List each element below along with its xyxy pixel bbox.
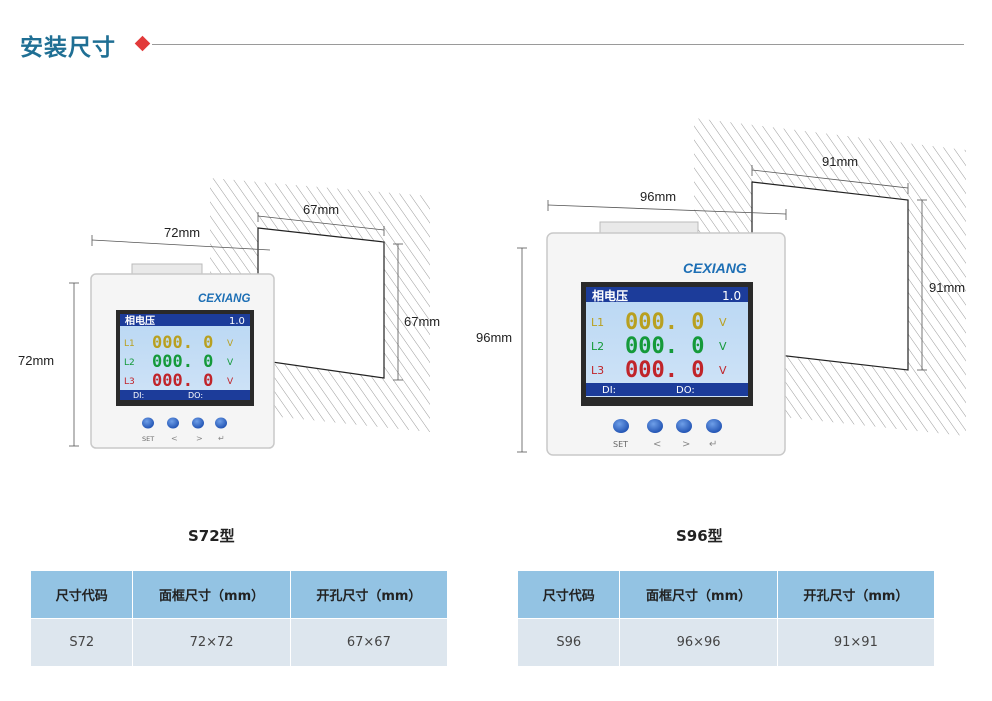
small-cutout-width-label: 67mm — [303, 202, 339, 217]
table-header-cell: 尺寸代码 — [31, 571, 134, 619]
header-divider — [152, 44, 964, 45]
table-header-row: 尺寸代码 面框尺寸（mm） 开孔尺寸（mm） — [31, 571, 447, 619]
table-cell: 72×72 — [132, 618, 291, 666]
table-header-cell: 面框尺寸（mm） — [619, 571, 778, 619]
large-width-label: 96mm — [640, 189, 676, 204]
small-lcd-rows: L1 000. 0 V L2 000. 0 V L3 000. 0 V — [124, 333, 234, 391]
model-label-s96: S96型 — [676, 527, 723, 545]
small-lcd-screen — [120, 314, 250, 400]
large-lcd-title: 相电压 — [592, 288, 628, 303]
small-cutout — [257, 227, 385, 379]
table-cell: 91×91 — [777, 618, 934, 666]
large-lcd-rows: L1 000. 0 V L2 000. 0 V L3 000. 0 V — [591, 310, 727, 383]
small-lcd-unit-l2: V — [227, 358, 234, 368]
table-cell: 67×67 — [290, 618, 447, 666]
small-lcd-version: 1.0 — [229, 316, 245, 327]
page-title: 安装尺寸 — [20, 35, 116, 61]
large-lcd-do: DO: — [676, 385, 695, 396]
large-lcd-unit-l3: V — [719, 364, 727, 377]
large-cutout-height-label: 91mm — [929, 280, 965, 295]
small-lcd-di: DI: — [133, 391, 144, 400]
small-right-label: > — [196, 434, 203, 443]
large-set-button[interactable] — [613, 419, 629, 433]
small-enter-label: ↵ — [218, 434, 225, 443]
table-header-cell: 开孔尺寸（mm） — [777, 571, 934, 619]
table-cell: 96×96 — [619, 618, 778, 666]
large-lcd-phase-l2: L2 — [591, 340, 604, 353]
spec-table-s72: 尺寸代码 面框尺寸（mm） 开孔尺寸（mm） S72 72×72 67×67 — [31, 571, 447, 666]
large-device-figure: 91mm 91mm 96mm 96mm CEXIANG 相电压 1.0 L1 0… — [476, 118, 966, 456]
large-cutout-width-label: 91mm — [822, 154, 858, 169]
large-lcd-di: DI: — [602, 385, 616, 396]
installation-figure: 67mm 67mm 72mm 72mm CEXIANG 相电压 1.0 L1 0… — [18, 118, 966, 456]
large-set-label: SET — [613, 440, 628, 449]
large-enter-label: ↵ — [709, 439, 717, 450]
table-header-cell: 开孔尺寸（mm） — [290, 571, 447, 619]
small-enter-button[interactable] — [215, 417, 227, 429]
small-lcd-phase-l3: L3 — [124, 377, 135, 387]
table-cell: S96 — [518, 618, 621, 666]
small-height-label: 72mm — [18, 353, 54, 368]
small-lcd-title: 相电压 — [125, 314, 155, 327]
small-lcd-value-l2: 000. 0 — [152, 352, 213, 372]
large-lcd-value-l3: 000. 0 — [625, 358, 704, 383]
small-device-figure: 67mm 67mm 72mm 72mm CEXIANG 相电压 1.0 L1 0… — [18, 178, 440, 449]
table-header-row: 尺寸代码 面框尺寸（mm） 开孔尺寸（mm） — [518, 571, 934, 619]
table-row: S72 72×72 67×67 — [31, 618, 447, 666]
large-lcd-version: 1.0 — [722, 289, 741, 303]
large-lcd-phase-l3: L3 — [591, 364, 604, 377]
large-left-button[interactable] — [647, 419, 663, 433]
table-header-cell: 面框尺寸（mm） — [132, 571, 291, 619]
small-set-button[interactable] — [142, 417, 154, 429]
small-left-button[interactable] — [167, 417, 179, 429]
large-right-label: > — [682, 439, 690, 450]
large-lcd-screen — [586, 287, 748, 397]
model-label-s72: S72型 — [188, 527, 235, 545]
table-row: S96 96×96 91×91 — [518, 618, 934, 666]
small-set-label: SET — [142, 435, 154, 443]
small-brand-logo: CEXIANG — [198, 293, 250, 305]
small-cutout-height-label: 67mm — [404, 314, 440, 329]
large-left-label: < — [653, 439, 661, 450]
large-right-button[interactable] — [676, 419, 692, 433]
small-lcd-phase-l2: L2 — [124, 358, 135, 368]
small-lcd-do: DO: — [188, 391, 203, 400]
spec-table-s96: 尺寸代码 面框尺寸（mm） 开孔尺寸（mm） S96 96×96 91×91 — [518, 571, 934, 666]
large-lcd-phase-l1: L1 — [591, 316, 604, 329]
large-brand-logo: CEXIANG — [683, 260, 747, 276]
small-lcd-value-l1: 000. 0 — [152, 333, 213, 353]
large-lcd-value-l1: 000. 0 — [625, 310, 704, 335]
large-height-label: 96mm — [476, 330, 512, 345]
large-lcd-value-l2: 000. 0 — [625, 334, 704, 359]
large-lcd-unit-l1: V — [719, 316, 727, 329]
small-lcd-unit-l3: V — [227, 377, 234, 387]
small-right-button[interactable] — [192, 417, 204, 429]
small-lcd-value-l3: 000. 0 — [152, 371, 213, 391]
small-lcd-phase-l1: L1 — [124, 339, 135, 349]
small-left-label: < — [171, 434, 178, 443]
large-lcd-unit-l2: V — [719, 340, 727, 353]
table-cell: S72 — [31, 618, 134, 666]
large-enter-button[interactable] — [706, 419, 722, 433]
small-width-label: 72mm — [164, 225, 200, 240]
small-lcd-unit-l1: V — [227, 339, 234, 349]
table-header-cell: 尺寸代码 — [518, 571, 621, 619]
